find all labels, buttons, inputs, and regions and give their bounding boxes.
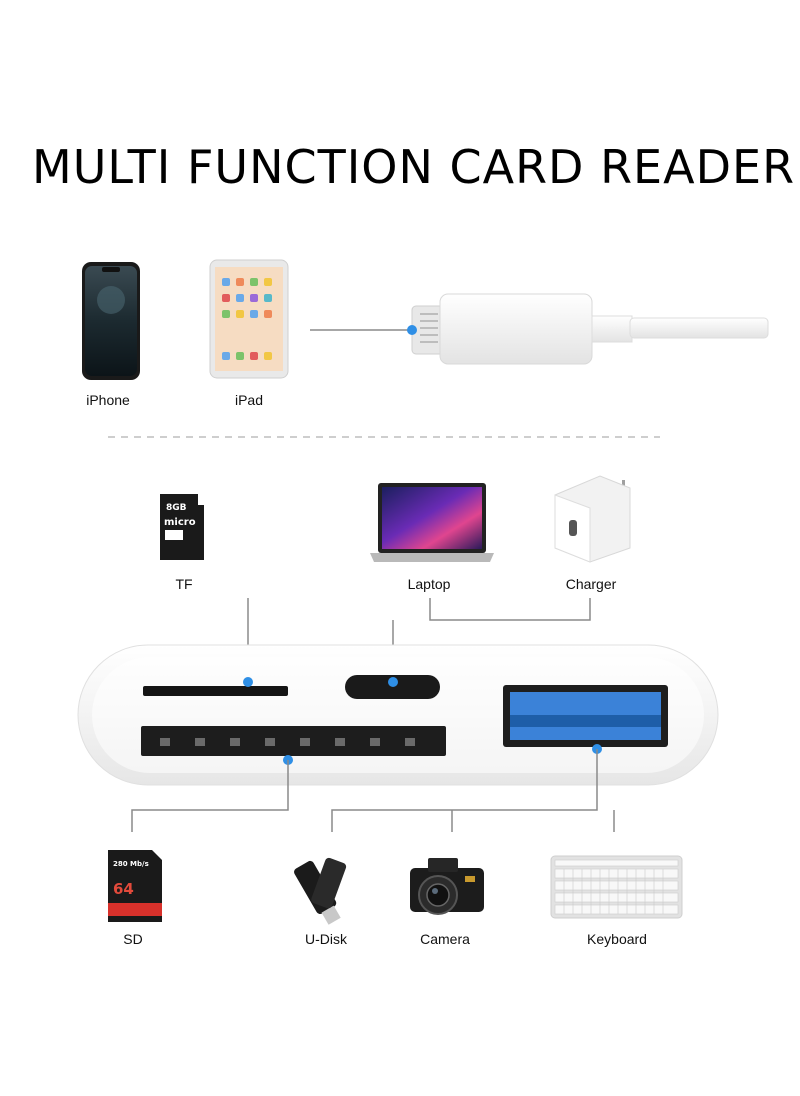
connector-lines-bottom <box>131 749 615 832</box>
udisk-label: U-Disk <box>305 931 347 947</box>
svg-text:8GB: 8GB <box>166 503 187 513</box>
sd-slot <box>141 726 446 756</box>
svg-text:64: 64 <box>113 880 134 898</box>
ipad-icon <box>209 259 289 379</box>
keyboard-icon <box>550 855 683 919</box>
usb-drive-icon <box>294 857 347 925</box>
usb-c-port <box>345 675 440 699</box>
usb-a-port <box>503 685 668 747</box>
svg-text:280 Mb/s: 280 Mb/s <box>113 860 149 868</box>
tf-dot <box>243 677 253 687</box>
lightning-cable-icon <box>310 293 769 365</box>
card-reader-adapter <box>77 644 719 786</box>
tf-card-icon: 8GB micro <box>160 494 204 560</box>
sd-card-icon: 280 Mb/s 64 <box>108 850 162 922</box>
charger-icon <box>554 475 631 563</box>
sd-label: SD <box>123 931 143 947</box>
charger-label: Charger <box>565 576 617 592</box>
laptop-icon <box>370 483 494 562</box>
ipad-label: iPad <box>234 392 264 408</box>
keyboard-label: Keyboard <box>587 931 647 947</box>
laptop-label: Laptop <box>407 576 451 592</box>
usb-c-dot <box>388 677 398 687</box>
tf-label: TF <box>175 576 193 592</box>
camera-label: Camera <box>420 931 470 947</box>
svg-text:micro: micro <box>164 517 196 528</box>
camera-icon <box>410 858 484 915</box>
iphone-label: iPhone <box>86 392 130 408</box>
page-title: MULTI FUNCTION CARD READER <box>32 140 796 194</box>
iphone-icon <box>82 262 140 380</box>
connector-dot <box>407 325 417 335</box>
tf-slot <box>143 686 288 696</box>
